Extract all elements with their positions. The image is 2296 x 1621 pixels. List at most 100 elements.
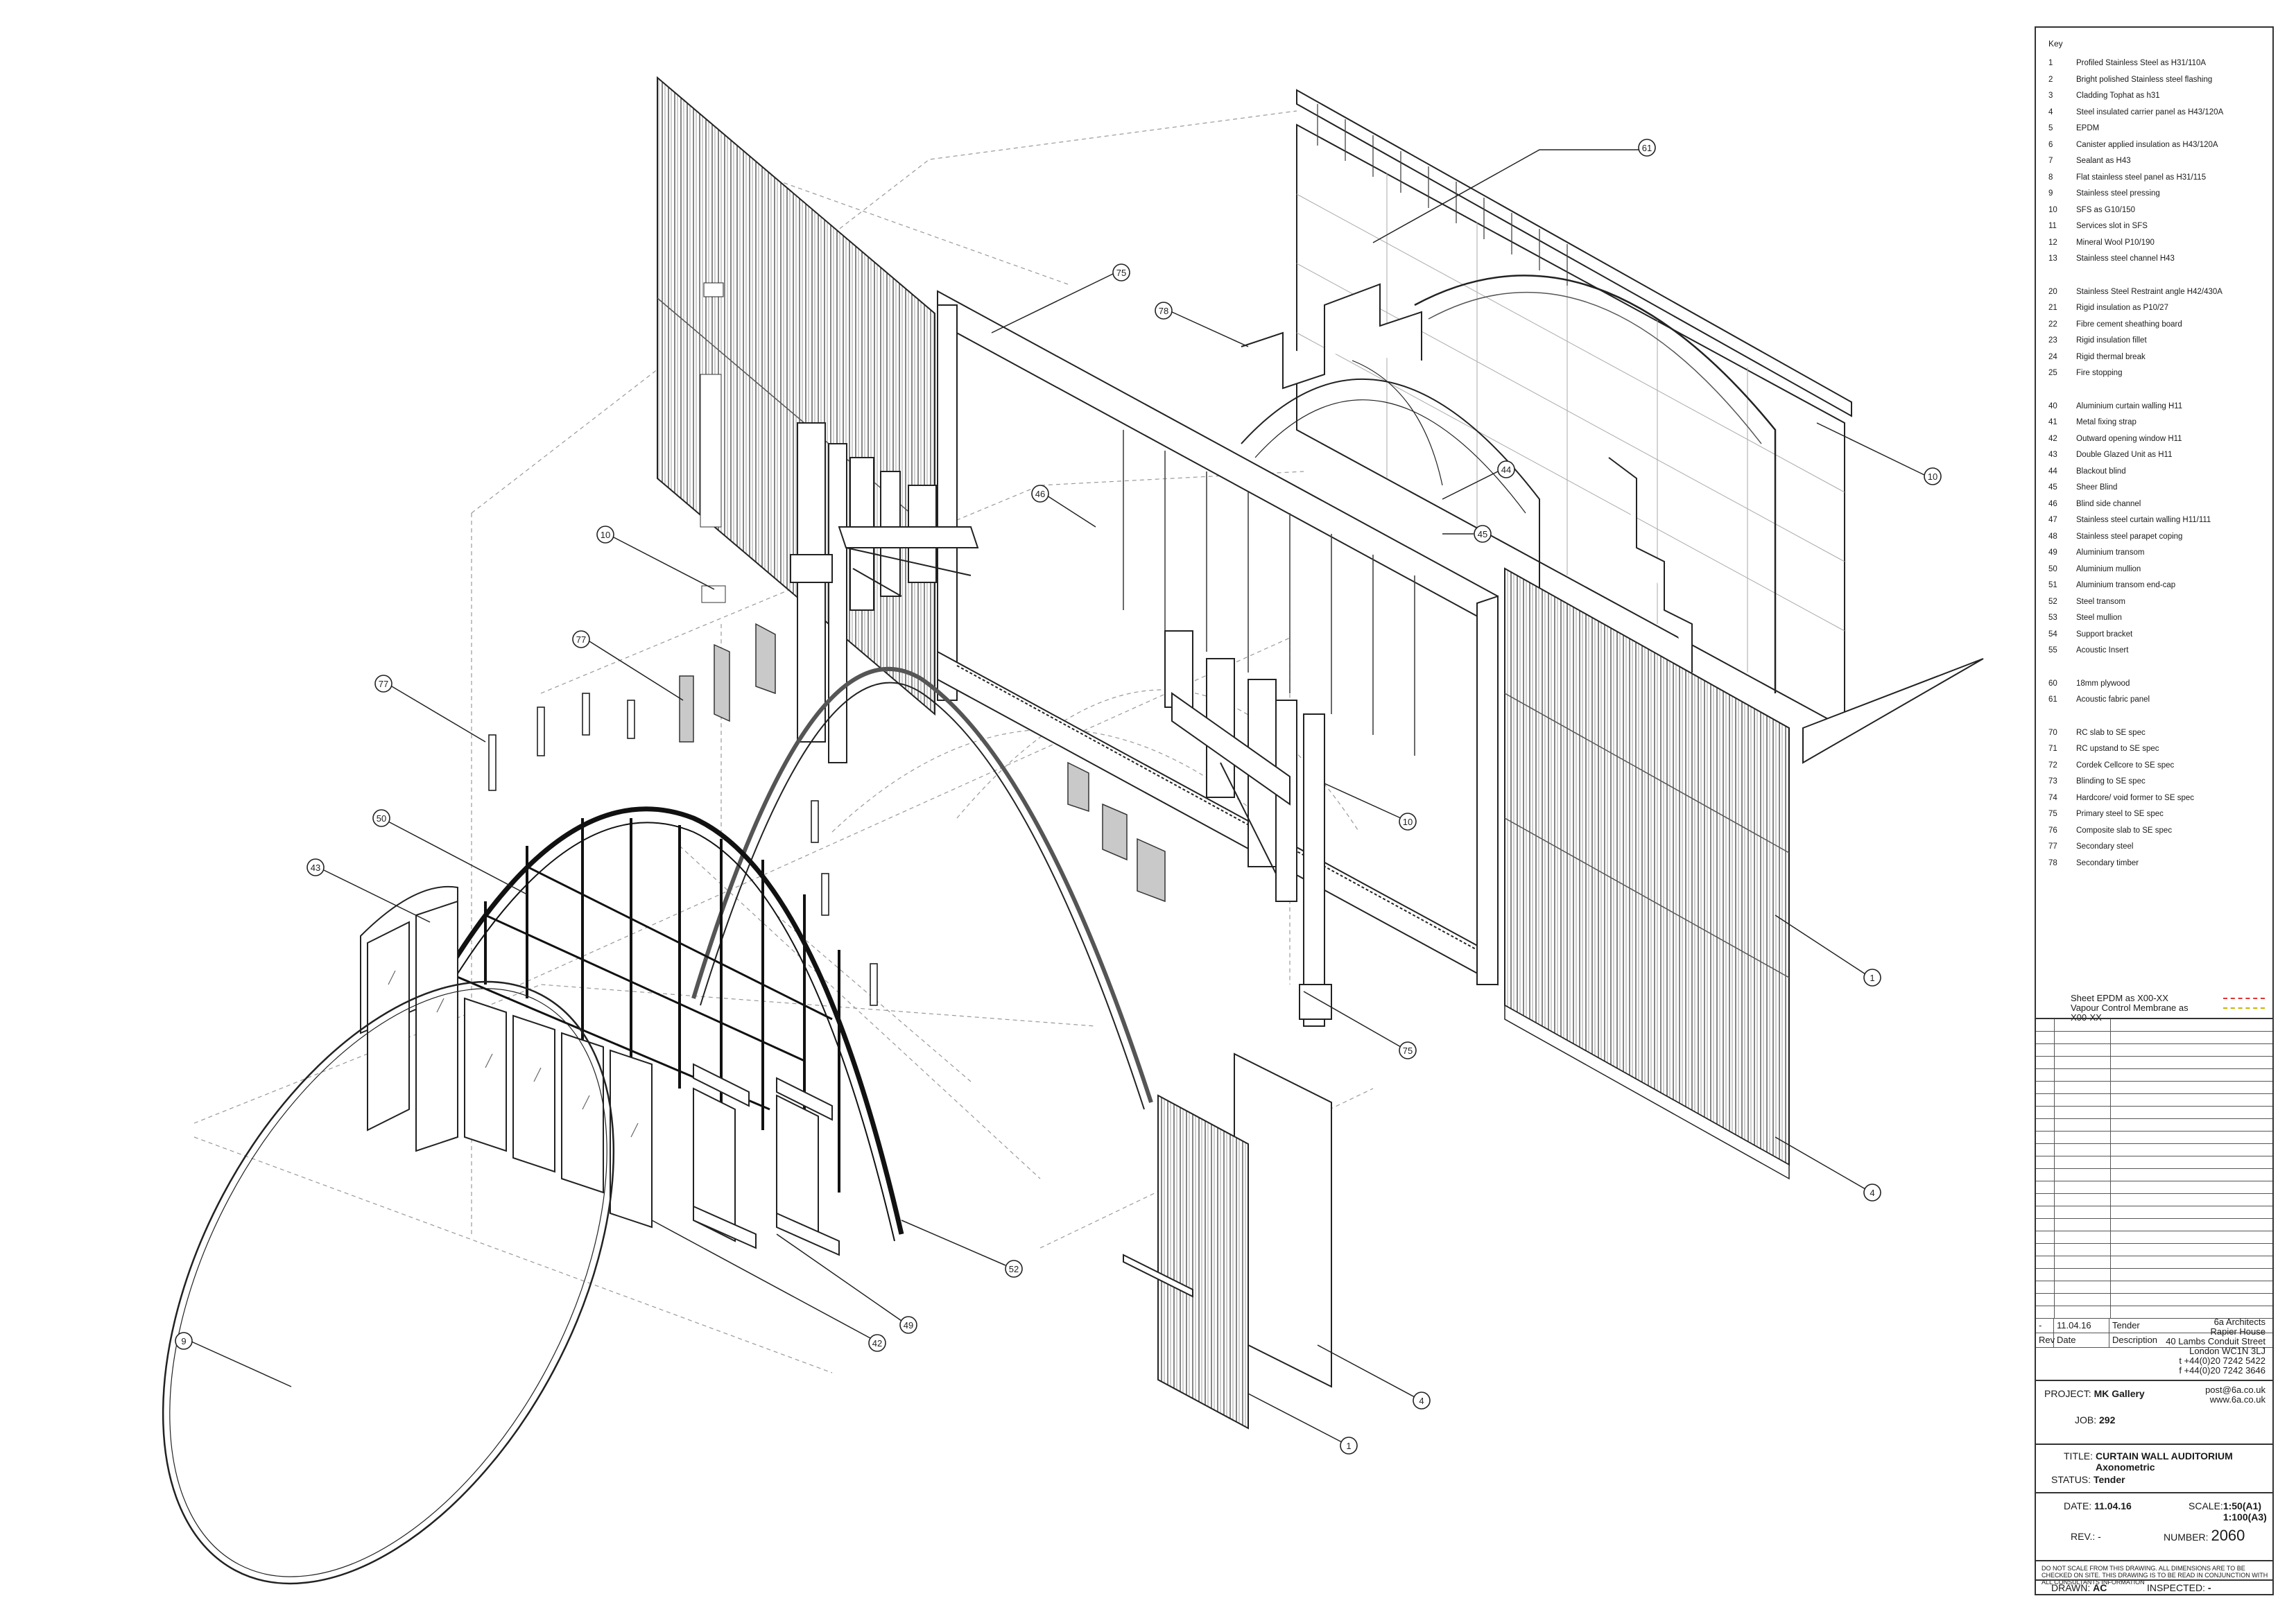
axonometric-drawing: 61 75 78 44 45 46 10 77 77 50 43 10 75 1… (162, 76, 1984, 1585)
secondary-steel-posts (488, 693, 878, 1006)
key-item: 53 Steel mullion (2048, 610, 2270, 627)
key-item-number: 4 (2048, 107, 2053, 116)
revision-grid-row (2036, 1231, 2272, 1244)
revision-grid-cell (2111, 1032, 2272, 1043)
cladding-panel-upper-left (657, 76, 935, 716)
revision-grid-row (2036, 1156, 2272, 1169)
sfs-studs-right (1164, 630, 1332, 1027)
key-item-number: 44 (2048, 467, 2057, 476)
inspected-field: INSPECTED: - (2147, 1582, 2211, 1593)
key-item-text: Primary steel to SE spec (2076, 810, 2164, 818)
rev-label: REV.: (2071, 1531, 2096, 1542)
revision-grid-cell (2111, 1231, 2272, 1243)
firm-address-2: 40 Lambs Conduit Street (2166, 1336, 2265, 1346)
key-gap (2048, 659, 2270, 676)
key-item-text: Sealant as H43 (2076, 157, 2131, 165)
revision-grid-cell (2055, 1144, 2111, 1156)
revision-grid-row (2036, 1306, 2272, 1319)
rev-field: REV.: - (2071, 1531, 2101, 1542)
revision-grid-row (2036, 1256, 2272, 1269)
sfs-studs-left (790, 422, 979, 763)
key-item-number: 46 (2048, 499, 2057, 508)
key-item-number: 53 (2048, 614, 2057, 622)
key-item-number: 9 (2048, 189, 2053, 198)
scale-label: SCALE: (2189, 1500, 2223, 1511)
key-item-number: 71 (2048, 745, 2057, 753)
revision-grid-cell (2111, 1256, 2272, 1268)
revision-grid-cell (2036, 1069, 2055, 1081)
key-item-number: 41 (2048, 418, 2057, 426)
key-item-number: 8 (2048, 173, 2053, 182)
date-value: 11.04.16 (2094, 1500, 2132, 1511)
key-item-number: 42 (2048, 434, 2057, 443)
revision-grid-cell (2055, 1281, 2111, 1293)
revision-grid-row (2036, 1019, 2272, 1032)
svg-text:75: 75 (1403, 1046, 1413, 1056)
firm-address-3: London WC1N 3LJ (2189, 1346, 2265, 1356)
key-gap (2048, 709, 2270, 725)
key-item-text: Composite slab to SE spec (2076, 826, 2173, 835)
key-item-number: 7 (2048, 157, 2053, 165)
revision-table: - 11.04.16 Tender Rev Date Description (2036, 1018, 2272, 1348)
key-item-text: Fibre cement sheathing board (2076, 320, 2182, 329)
key-item-text: Steel mullion (2076, 614, 2122, 622)
key-item-text: Mineral Wool P10/190 (2076, 238, 2155, 247)
revision-grid-cell (2036, 1181, 2055, 1193)
svg-text:52: 52 (1009, 1264, 1019, 1274)
status-field: STATUS: Tender (2051, 1474, 2125, 1485)
callout-52: 52 (1005, 1260, 1023, 1278)
key-item: 9 Stainless steel pressing (2048, 186, 2270, 202)
revision-grid-cell (2055, 1294, 2111, 1306)
key-item-text: Aluminium transom end-cap (2076, 581, 2176, 589)
legend-vcm-label-2: X00-XX (2071, 1012, 2102, 1023)
revision-grid-cell (2055, 1044, 2111, 1056)
revision-grid-cell (2111, 1019, 2272, 1031)
revision-grid-row (2036, 1032, 2272, 1044)
key-item-number: 78 (2048, 858, 2057, 867)
job-field: JOB: 292 (2075, 1414, 2115, 1425)
revision-grid-cell (2111, 1119, 2272, 1131)
key-item-text: Bright polished Stainless steel flashing (2076, 75, 2213, 84)
svg-text:44: 44 (1501, 465, 1511, 475)
svg-text:1: 1 (1346, 1441, 1351, 1451)
scale-value-1: 1:50(A1) (2222, 1500, 2262, 1511)
key-item-text: Stainless steel parapet coping (2076, 532, 2183, 541)
revision-grid-cell (2111, 1082, 2272, 1093)
revision-grid (2036, 1019, 2272, 1319)
svg-text:78: 78 (1159, 306, 1168, 316)
revision-grid-cell (2111, 1169, 2272, 1181)
stainless-steel-pressing-ring (162, 980, 615, 1585)
revision-grid-cell (2111, 1244, 2272, 1256)
revision-grid-cell (2036, 1044, 2055, 1056)
secondary-steel-fins (679, 623, 1166, 903)
project-value: MK Gallery (2094, 1388, 2145, 1399)
revision-grid-cell (2111, 1069, 2272, 1081)
key-item-text: Blinding to SE spec (2076, 777, 2146, 786)
key-item-text: Aluminium curtain walling H11 (2076, 401, 2183, 410)
firm-web: www.6a.co.uk (2209, 1394, 2265, 1405)
key-item-text: Stainless steel pressing (2076, 189, 2160, 198)
callout-4-bottom: 4 (1413, 1392, 1431, 1410)
callout-43: 43 (307, 858, 325, 876)
revision-grid-cell (2036, 1219, 2055, 1231)
callouts: 61 75 78 44 45 46 10 77 77 50 43 10 75 1… (175, 139, 1942, 1455)
key-item-text: Stainless steel curtain walling H11/111 (2076, 516, 2211, 524)
rev-value: - (2098, 1531, 2101, 1542)
key-item-text: Secondary steel (2076, 842, 2134, 851)
revision-grid-cell (2055, 1057, 2111, 1068)
svg-text:77: 77 (379, 679, 388, 689)
